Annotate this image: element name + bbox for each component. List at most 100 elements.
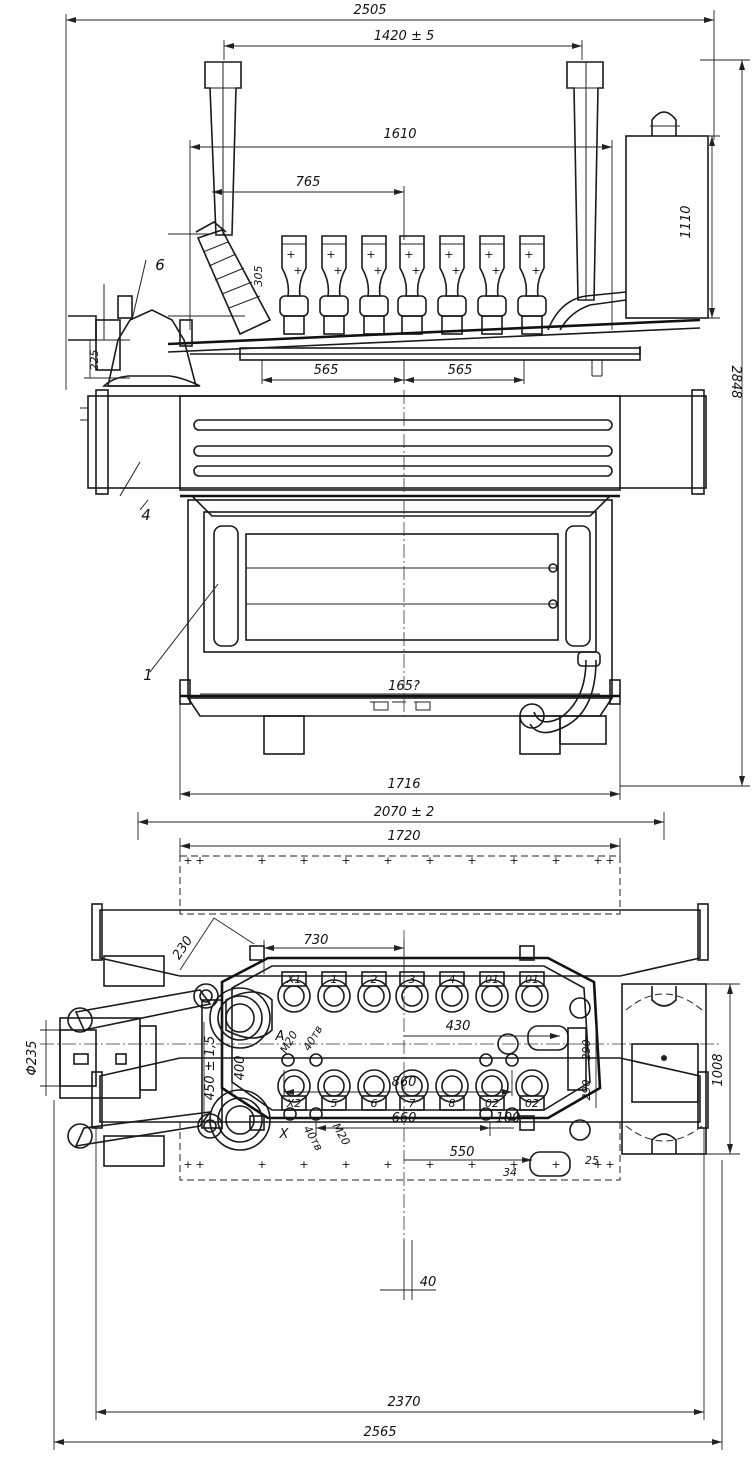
bolt-mark: + [593, 854, 602, 867]
phase-label-a: A [275, 1029, 285, 1044]
terminal-label: 7 [409, 1097, 416, 1110]
dim-2848: 2848 [620, 59, 750, 787]
hv-bushing-left [204, 61, 242, 236]
bolt-mark: + [509, 854, 518, 867]
dim-2848-label: 2848 [728, 365, 743, 398]
svg-text:+: + [326, 248, 335, 261]
terminal: 1 [317, 971, 351, 1013]
terminal-label: 01 [485, 973, 499, 986]
svg-text:+: + [404, 248, 413, 261]
small-bushing: ++ [437, 235, 467, 335]
bolt-mark: + [341, 854, 350, 867]
bolt-mark: + [425, 854, 434, 867]
svg-text:+: + [293, 264, 302, 277]
dim-290a-label: 290 [580, 1040, 593, 1061]
bolt-mark: + [299, 1158, 308, 1171]
dim-1420-label: 1420 ± 5 [374, 29, 435, 44]
dim-2370: 2370 [95, 1128, 705, 1420]
small-bushing: ++ [477, 235, 507, 335]
terminal-label: 01 [525, 973, 539, 986]
terminal-label: 8 [449, 1097, 456, 1110]
dim-860-label: 860 [392, 1075, 417, 1090]
bolt-label-m20b: M20 [330, 1121, 353, 1148]
svg-text:+: + [411, 264, 420, 277]
terminal: 4 [435, 971, 469, 1013]
terminal-label: 3 [409, 973, 416, 986]
dim-2565: 2565 [53, 1100, 723, 1450]
terminal: 6 [357, 1069, 391, 1111]
terminal: 7 [395, 1069, 429, 1111]
dim-1716: 1716 [179, 704, 621, 800]
dim-2370-label: 2370 [387, 1395, 420, 1410]
terminal-label: X1 [286, 973, 302, 986]
plan-left-assembly: Φ235 [25, 955, 273, 1167]
dim-1110-label: 1110 [679, 205, 694, 238]
dim-550-label: 550 [450, 1145, 475, 1160]
dim-305-label: 305 [252, 266, 265, 287]
dim-2505-label: 2505 [353, 3, 386, 18]
svg-text:+: + [531, 264, 540, 277]
dim-765: 765 [212, 175, 405, 240]
callout-1: 1 [143, 666, 153, 684]
bolt-mark: + [195, 854, 204, 867]
svg-text:+: + [333, 264, 342, 277]
terminal: X1 [277, 971, 311, 1013]
dim-1720-label: 1720 [387, 829, 420, 844]
terminal: 02 [475, 1069, 509, 1111]
dim-2070: 2070 ± 2 [137, 805, 665, 840]
terminal: 02 [515, 1069, 549, 1111]
cooler-header: 4 [80, 389, 707, 524]
dim-860: 860 [283, 1070, 513, 1096]
tank-cover [167, 318, 701, 377]
svg-text:+: + [366, 248, 375, 261]
terminal: 01 [515, 971, 549, 1013]
terminal-label: 6 [371, 1097, 378, 1110]
bolt-mark: + [425, 1158, 434, 1171]
bolt-mark: + [593, 1158, 602, 1171]
dim-34-label: 34 [503, 1166, 517, 1179]
dim-290b-label: 290 [580, 1080, 593, 1101]
svg-text:+: + [451, 264, 460, 277]
svg-text:+: + [484, 248, 493, 261]
top-header-outline [179, 855, 621, 915]
terminal: 5 [317, 1069, 351, 1111]
bolt-mark: + [383, 854, 392, 867]
small-bushing: ++ [319, 235, 349, 335]
terminal-label: 2 [371, 973, 378, 986]
bolt-mark: + [605, 1158, 614, 1171]
dim-1720: 1720 [179, 829, 621, 858]
small-bushing: ++ [359, 235, 389, 335]
terminal-label: 5 [331, 1097, 338, 1110]
callout-6: 6 [155, 256, 165, 274]
dim-230-label: 230 [170, 934, 196, 963]
dim-550: 550 34 25 [404, 1145, 599, 1179]
dim-235-label: Φ235 [25, 1040, 40, 1075]
dim-450-label: 450 ± 1,5 [203, 1036, 218, 1101]
dim-230: 230 [170, 917, 255, 971]
terminal-label: 4 [449, 973, 456, 986]
bolt-mark: + [183, 1158, 192, 1171]
bottom-header-outline [179, 1121, 621, 1181]
terminal: 01 [475, 971, 509, 1013]
dim-430: 430 [404, 1019, 560, 1039]
dim-565-pair: 565 565 [261, 360, 525, 384]
dim-1610-label: 1610 [383, 127, 416, 142]
inclined-bushing [168, 221, 272, 336]
dim-40: 40 [380, 1240, 436, 1300]
dim-2505: 2505 [65, 3, 715, 390]
dim-1008-label: 1008 [711, 1053, 726, 1086]
terminal-label: X2 [286, 1097, 302, 1110]
bolt-mark: + [257, 1158, 266, 1171]
hv-bushing-right [566, 61, 604, 301]
dim-225-label: 225 [88, 350, 101, 371]
terminal-row-top: X1 1 2 3 4 01 01 [277, 971, 549, 1013]
dim-2070-label: 2070 ± 2 [374, 805, 435, 820]
dim-565a-label: 565 [314, 363, 339, 378]
bolt-mark: + [383, 1158, 392, 1171]
phase-label-x: X [279, 1127, 290, 1142]
bolt-label-h40a: 40тв [301, 1023, 326, 1053]
terminal: 8 [435, 1069, 469, 1111]
bolt-mark: + [551, 854, 560, 867]
conservator-tank: 1110 [547, 59, 735, 331]
